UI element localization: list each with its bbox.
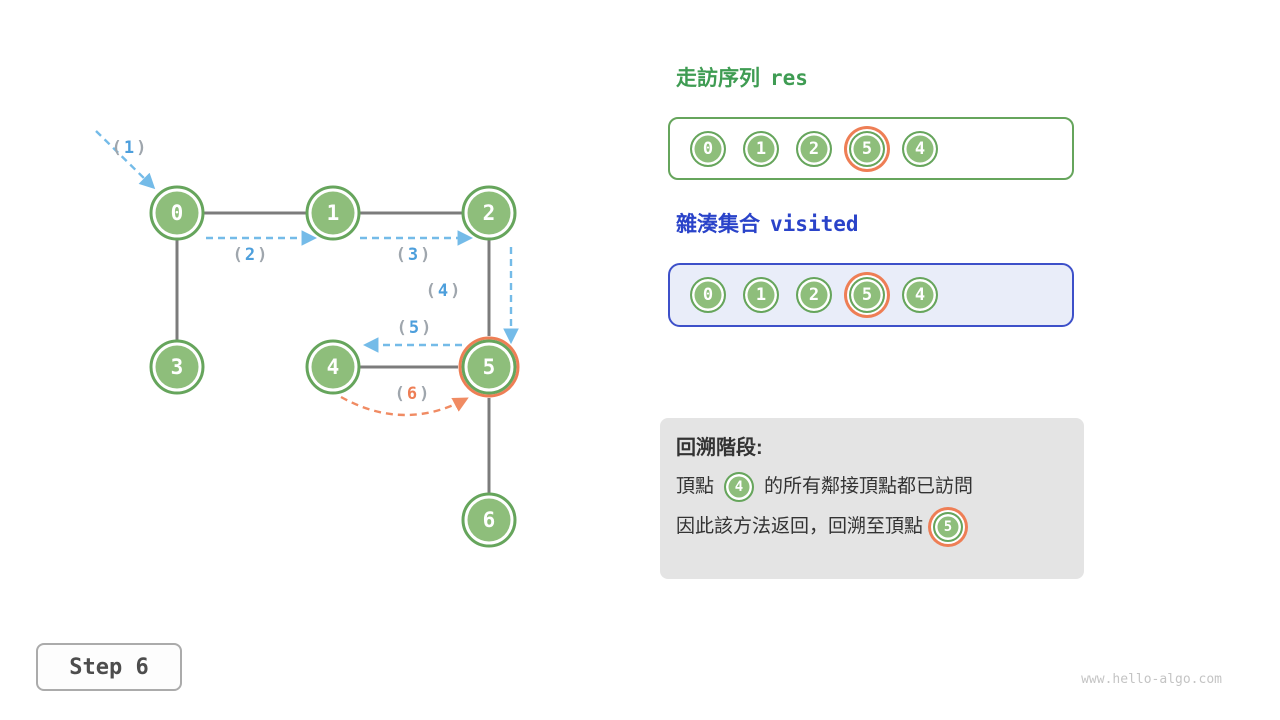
visited-title-zh: 雜湊集合: [676, 213, 760, 236]
node-chip-5: 5: [849, 277, 885, 313]
highlight-ring: [458, 336, 520, 398]
traversal-arrow-6: [340, 395, 469, 417]
graph-node-1: 1: [305, 185, 361, 241]
graph-node-3: 3: [149, 339, 205, 395]
info-line-1: 頂點 4 的所有鄰接頂點都已訪問: [676, 470, 1068, 504]
node-label: 5: [483, 355, 496, 379]
info-heading: 回溯階段:: [676, 437, 763, 459]
node-chip-5: 5: [849, 130, 885, 167]
step-label-2: (2): [233, 245, 270, 265]
node-chip-4: 4: [902, 277, 938, 313]
res-title-zh: 走訪序列: [676, 67, 760, 90]
info-line1-suffix: 的所有鄰接頂點都已訪問: [764, 476, 974, 497]
visited-title: 雜湊集合 visited: [676, 208, 859, 238]
step-label-3: (3): [396, 245, 433, 265]
node-chip-2: 2: [796, 130, 832, 167]
res-title-code: res: [770, 66, 808, 90]
backtrack-info-box: 回溯階段: 頂點 4 的所有鄰接頂點都已訪問 因此該方法返回，回溯至頂點 5: [660, 418, 1084, 579]
node-label: 2: [483, 201, 496, 225]
node-label: 4: [327, 355, 340, 379]
step-label-5: (5): [397, 318, 434, 338]
step-label-4: (4): [426, 281, 463, 301]
graph-node-0: 0: [149, 185, 205, 241]
info-line1-prefix: 頂點: [676, 476, 715, 497]
visited-title-code: visited: [770, 212, 859, 236]
node-chip-1: 1: [743, 277, 779, 313]
node-chip-inline-5: 5: [933, 511, 964, 542]
node-label: 1: [327, 201, 340, 225]
traversal-arrow-1: [95, 130, 156, 190]
graph-node-6: 6: [461, 492, 517, 548]
node-chip-4: 4: [902, 130, 938, 167]
node-chip-2: 2: [796, 277, 832, 313]
info-line-2: 因此該方法返回，回溯至頂點 5: [676, 510, 1068, 544]
node-chip-1: 1: [743, 130, 779, 167]
node-chip-0: 0: [690, 277, 726, 313]
watermark: www.hello-algo.com: [1081, 672, 1222, 687]
node-chip-0: 0: [690, 130, 726, 167]
step-label-6: (6): [395, 384, 432, 404]
node-label: 3: [171, 355, 184, 379]
node-chip-inline-4: 4: [724, 471, 755, 502]
graph-node-2: 2: [461, 185, 517, 241]
step-label-1: (1): [112, 138, 149, 158]
graph-node-4: 4: [305, 339, 361, 395]
graph-svg: (1) (2) (3) (4) (5) (6) 0 1 2 3 4 5 6: [95, 130, 520, 548]
step-badge: Step 6: [36, 643, 182, 691]
node-label: 0: [171, 201, 184, 225]
node-label: 6: [483, 508, 496, 532]
info-line2-prefix: 因此該方法返回，回溯至頂點: [676, 516, 924, 537]
res-title: 走訪序列 res: [676, 62, 808, 92]
graph-node-5: 5: [458, 336, 520, 398]
